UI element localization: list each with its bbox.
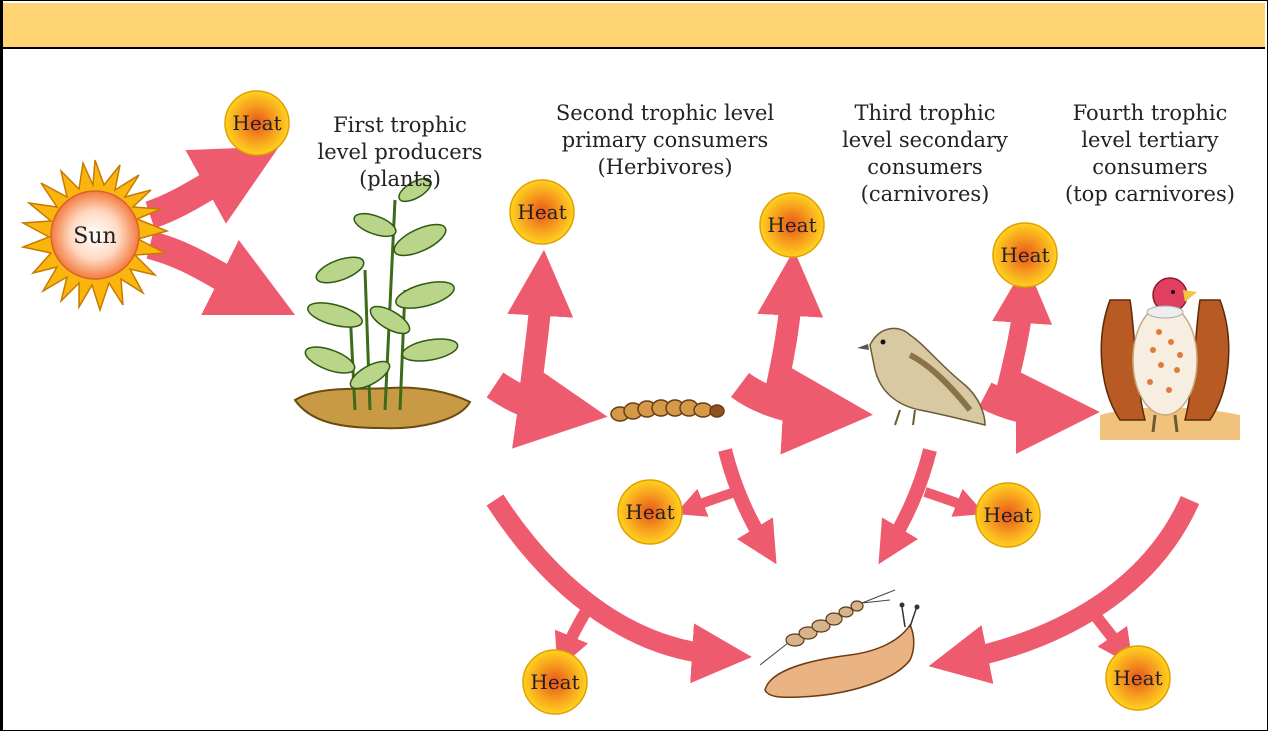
arrow-sun-to-heat — [150, 168, 240, 215]
arrow-herbivore-branch-heat — [690, 492, 735, 508]
arrow-carnivore-to-heat — [1005, 295, 1024, 395]
heat-label: Heat — [983, 503, 1032, 527]
decomposers-icon — [760, 590, 920, 697]
heat-label: Heat — [517, 200, 566, 224]
arrow-top-branch-heat — [1095, 615, 1122, 650]
heat-icon: Heat — [976, 483, 1040, 547]
heat-icon: Heat — [225, 91, 289, 155]
sun-label: Sun — [73, 224, 116, 249]
arrow-carnivore-branch-heat — [925, 492, 970, 508]
slug — [765, 625, 914, 697]
caterpillar-icon — [611, 400, 724, 421]
first-trophic-label: First trophic level producers (plants) — [300, 112, 500, 193]
plant-icon — [295, 174, 470, 428]
heat-label: Heat — [1113, 666, 1162, 690]
heat-label: Heat — [232, 111, 281, 135]
arrow-plants-to-decomposers — [495, 500, 720, 655]
heat-icon: Heat — [1106, 646, 1170, 710]
heat-icon: Heat — [618, 480, 682, 544]
soil — [295, 388, 470, 429]
heat-icon: Heat — [510, 180, 574, 244]
arrow-plants-branch-heat — [565, 605, 590, 652]
heat-icon: Heat — [760, 193, 824, 257]
worm — [786, 601, 863, 646]
arrow-carnivore-to-top — [985, 395, 1055, 412]
arrow-carnivore-to-decomposers — [890, 450, 930, 545]
bird-icon — [857, 328, 985, 425]
arrow-herbivore-to-heat — [775, 285, 792, 395]
heat-label: Heat — [625, 500, 674, 524]
arrow-sun-to-plants — [150, 245, 255, 295]
arrow-plants-to-heat — [530, 285, 542, 395]
fourth-trophic-label: Fourth trophic level tertiary consumers … — [1040, 100, 1260, 208]
sun: Sun — [23, 160, 167, 310]
heat-label: Heat — [530, 670, 579, 694]
heat-label: Heat — [767, 213, 816, 237]
third-trophic-label: Third trophic level secondary consumers … — [820, 100, 1030, 208]
vulture-icon — [1100, 278, 1240, 440]
second-trophic-label: Second trophic level primary consumers (… — [530, 100, 800, 181]
heat-label: Heat — [1000, 243, 1049, 267]
heat-icon: Heat — [523, 650, 587, 714]
heat-icon: Heat — [993, 223, 1057, 287]
